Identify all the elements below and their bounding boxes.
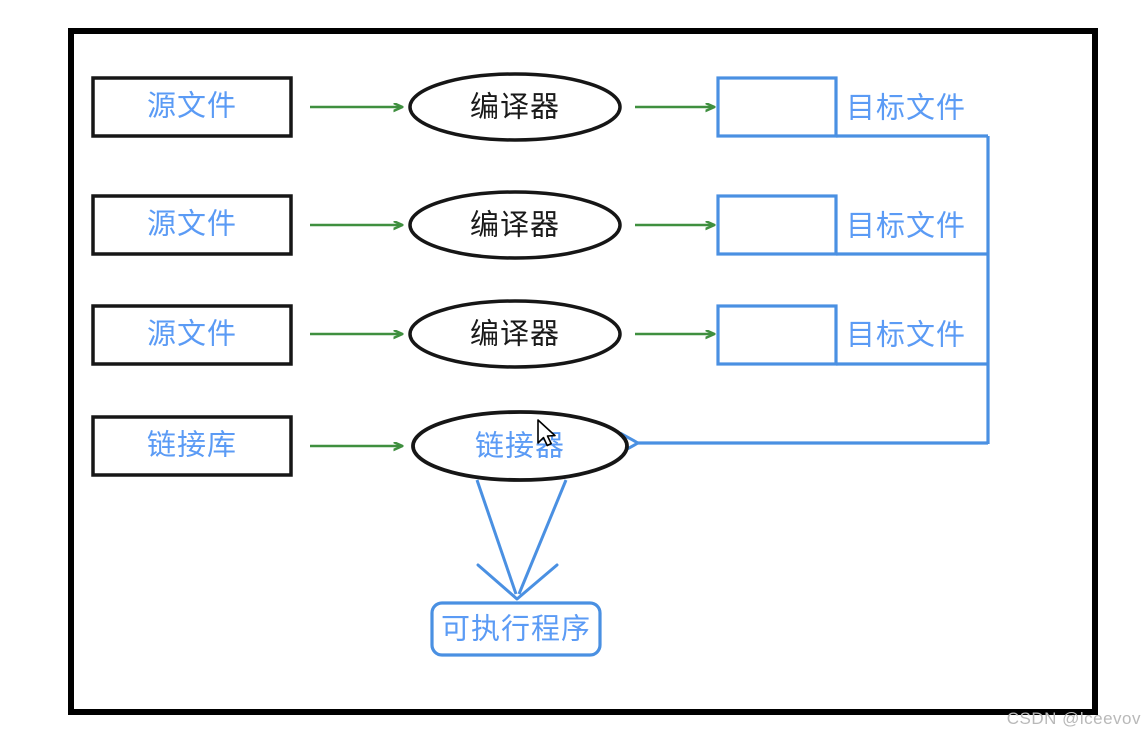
object-file-label-2: 目标文件 [846,210,966,243]
compiler-label-3: 编译器 [470,318,560,351]
outer-border [68,28,1098,715]
compiler-label-2: 编译器 [470,209,560,242]
link-library-label: 链接库 [147,429,237,462]
object-file-box-3[interactable] [716,304,838,366]
link-library-row: 链接库 链接器 [91,410,629,482]
source-file-box-2[interactable] [91,194,293,256]
object-file-label-3: 目标文件 [846,319,966,352]
csdn-watermark: CSDN @lceevov [1006,709,1141,728]
compiler-label-1: 编译器 [470,91,560,124]
object-file-label-1: 目标文件 [846,92,966,125]
compiler-ellipse-1[interactable] [408,72,622,142]
object-file-bus [638,134,990,444]
source-file-label-1: 源文件 [147,90,237,123]
executable-node: 可执行程序 [430,601,602,657]
source-file-label-3: 源文件 [147,318,237,351]
pipeline-row-3: 源文件 编译器 目标文件 [91,299,966,369]
source-file-label-2: 源文件 [147,208,237,241]
compiler-ellipse-3[interactable] [408,299,622,369]
executable-box[interactable] [430,601,602,657]
source-file-box-1[interactable] [91,76,293,138]
pipeline-row-1: 源文件 编译器 目标文件 [91,72,966,142]
merge-arrowhead [476,563,559,601]
linker-to-executable-arrows [475,479,568,601]
merge-line-left [475,479,518,595]
source-file-box-3[interactable] [91,304,293,366]
link-library-box[interactable] [91,415,293,477]
object-file-box-2[interactable] [716,194,838,256]
executable-label: 可执行程序 [441,613,591,646]
mouse-pointer-icon [537,419,556,447]
linker-ellipse[interactable] [411,410,629,482]
compiler-ellipse-2[interactable] [408,190,622,260]
merge-line-right [517,479,568,595]
pipeline-row-2: 源文件 编译器 目标文件 [91,190,966,260]
object-file-box-1[interactable] [716,76,838,138]
